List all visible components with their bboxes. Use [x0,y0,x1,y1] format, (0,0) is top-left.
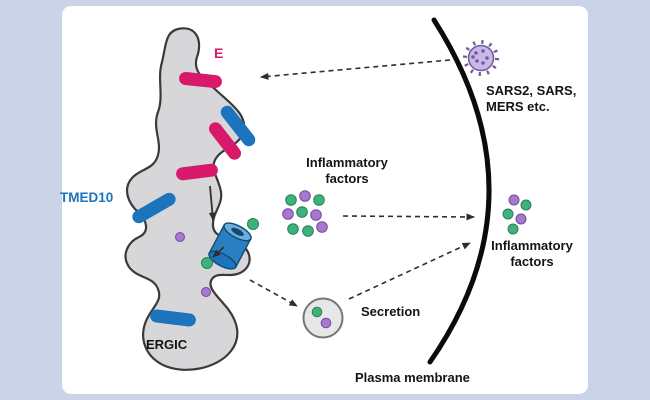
inflammatory-factor-dot [520,199,532,211]
inflammatory-factor-dot [299,190,311,202]
inflammatory-factor-cluster-center [282,190,328,237]
plasma-membrane-curve [427,17,492,365]
inflammatory-factor-dot [247,218,259,230]
secretion-vesicle-icon [302,297,344,339]
inflammatory-factors-right-label: Inflammatory factors [491,238,573,269]
secretion-label: Secretion [361,304,421,319]
inflammatory-factor-dot [287,223,299,235]
inflammatory-factor-dot [320,317,332,329]
inflammatory-factor-dot [316,221,328,233]
e-protein-rod [179,71,222,89]
arrow-to-channel [208,185,216,221]
inflammatory-factor-dot [201,287,211,297]
inflammatory-factor-dot [285,194,297,206]
inflammatory-factor-dot [313,194,325,206]
inflammatory-factor-dot [175,232,185,242]
inflammatory-factor-cluster-right [502,194,532,235]
tmed10-rod [132,192,176,224]
dashed-arrow-vesicle-to-membrane [348,242,471,300]
inflammatory-factor-dot [515,213,527,225]
inflammatory-factors-center-label: Inflammatory factors [306,155,388,186]
inflammatory-factor-dot [508,194,520,206]
e-protein-label: E [214,45,224,61]
dashed-arrow-factors-to-membrane [342,213,475,221]
inflammatory-factor-dot [302,225,314,237]
virus-names-label: SARS2, SARS, MERS etc. [486,83,577,114]
inflammatory-factor-dot [310,209,322,221]
dashed-arrow-virus-to-ergic [260,59,451,80]
ergic-organelle-shape [124,27,251,371]
e-protein-rod [208,122,242,160]
inflammatory-factor-dot [507,223,519,235]
inflammatory-factor-dot [311,306,323,318]
arrow-channel-release [212,246,225,258]
tmed10-rod [150,309,196,327]
e-protein-rod [176,163,218,181]
tmed10-label: TMED10 [60,190,114,205]
inflammatory-factor-dot [282,208,294,220]
tmed10-rod [220,105,256,147]
inflammatory-factor-dot [502,208,514,220]
virus-icon [463,40,499,76]
plasma-membrane-label: Plasma membrane [355,370,470,385]
ergic-label: ERGIC [146,337,188,352]
inflammatory-factor-dot [201,257,213,269]
dashed-arrow-ergic-to-vesicle [249,279,298,307]
inflammatory-factor-dot [296,206,308,218]
